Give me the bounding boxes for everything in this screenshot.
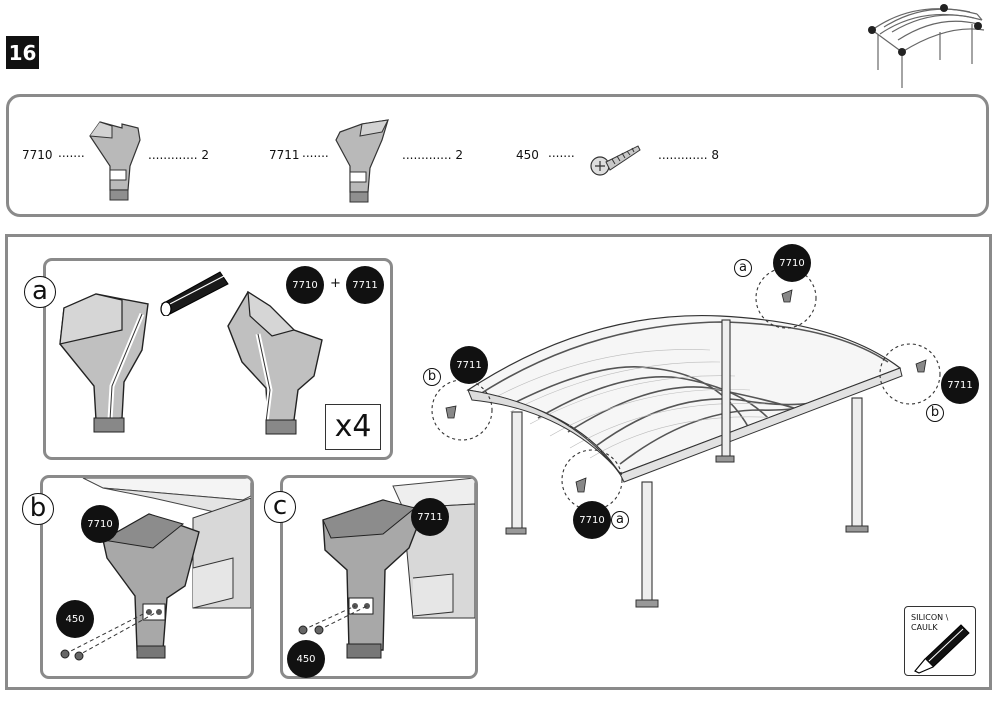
carport-letter-b-left: b: [423, 368, 441, 386]
carport-thumbnail: [868, 4, 985, 88]
part-7711-dots: .......: [302, 146, 329, 160]
quantity-multiplier: x4: [325, 404, 381, 450]
callout-450-panel-b: 450: [56, 600, 94, 638]
part-7711-image: [335, 119, 389, 203]
silicon-caulk-icon-box: SILICON \ CAULK: [904, 606, 976, 676]
part-450-id: 450: [516, 148, 539, 162]
part-7710-dots: .......: [58, 146, 85, 160]
step-number: 16: [6, 36, 39, 69]
bracket-7711-caulk-drawing: [227, 290, 323, 435]
carport-letter-a-top: a: [734, 259, 752, 277]
caulk-gun-icon: [914, 624, 970, 674]
callout-7711-carport-right: 7711: [941, 366, 979, 404]
plus-sign: +: [330, 276, 341, 291]
part-7710-qty: ............. 2: [148, 148, 210, 162]
screw-450-image: [590, 145, 641, 176]
callout-450-panel-c: 450: [287, 640, 325, 678]
carport-letter-a-front: a: [611, 511, 629, 529]
parts-list-panel: [6, 94, 989, 217]
callout-7710-carport-top: 7710: [773, 244, 811, 282]
detail-letter-a: a: [24, 276, 56, 308]
detail-panel-b: [40, 475, 254, 679]
caulk-tube-drawing: [160, 271, 229, 316]
main-assembly-panel: [5, 234, 992, 690]
silicon-caulk-label: SILICON \ CAULK: [911, 613, 949, 632]
part-7710-image: [89, 121, 141, 201]
callout-7711-carport-left: 7711: [450, 346, 488, 384]
part-7711-id: 7711: [269, 148, 300, 162]
carport-letter-b-right: b: [926, 404, 944, 422]
callout-7711-panel-a: 7711: [346, 266, 384, 304]
part-7711-qty: ............. 2: [402, 148, 464, 162]
bracket-7710-caulk-drawing: [59, 293, 149, 433]
carport-assembly-drawing: [431, 267, 941, 608]
callout-7710-panel-b: 7710: [81, 505, 119, 543]
part-450-qty: ............. 8: [658, 148, 720, 162]
detail-letter-c: c: [264, 491, 296, 523]
callout-7710-panel-a: 7710: [286, 266, 324, 304]
part-7710-id: 7710: [22, 148, 53, 162]
part-450-dots: .......: [548, 146, 575, 160]
callout-7711-panel-c: 7711: [411, 498, 449, 536]
panel-b-drawing: [60, 478, 251, 661]
detail-letter-b: b: [22, 493, 54, 525]
callout-7710-carport-front: 7710: [573, 501, 611, 539]
